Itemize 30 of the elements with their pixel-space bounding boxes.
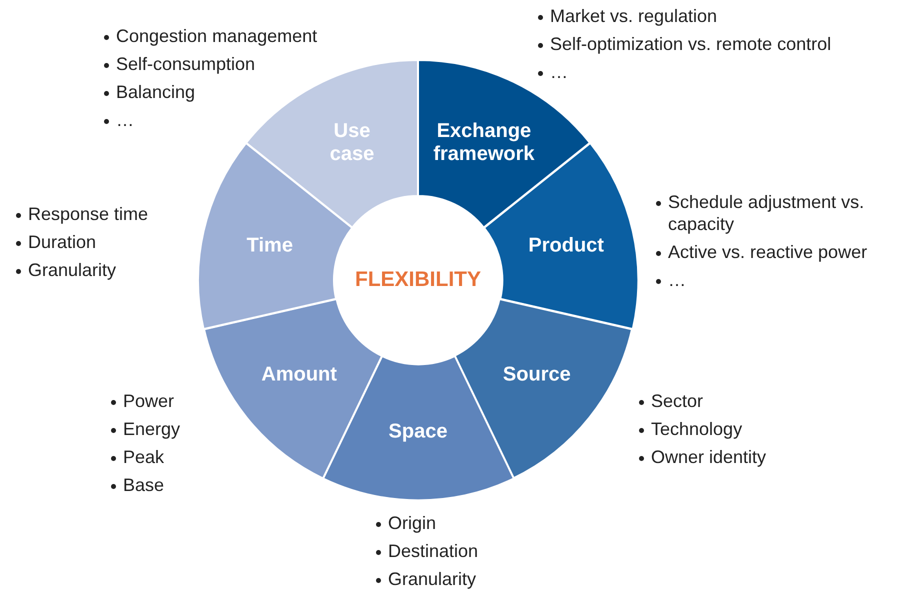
bullet-item: Granularity bbox=[15, 259, 175, 281]
bullet-item: Base bbox=[110, 474, 230, 496]
bullet-item: Self-optimization vs. remote control bbox=[537, 33, 897, 55]
segment-label: Use case bbox=[330, 120, 374, 166]
bullet-item: Energy bbox=[110, 418, 230, 440]
bullet-item: Granularity bbox=[375, 568, 575, 590]
bullet-item: Active vs. reactive power bbox=[655, 241, 880, 263]
bullet-item: … bbox=[537, 61, 897, 83]
segment-label: Space bbox=[388, 420, 448, 444]
segment-label: Source bbox=[502, 363, 571, 386]
segment-label: Time bbox=[246, 234, 293, 258]
bullet-item: Owner identity bbox=[638, 446, 838, 468]
segment-label: Amount bbox=[261, 363, 337, 386]
bullet-item: Destination bbox=[375, 540, 575, 562]
bullet-item: Power bbox=[110, 390, 230, 412]
bullet-item: Sector bbox=[638, 390, 838, 412]
center-label: FLEXIBILITY bbox=[355, 268, 481, 292]
bullet-item: … bbox=[655, 269, 880, 291]
bullet-item: Schedule adjustment vs. capacity bbox=[655, 191, 880, 235]
bullet-item: Duration bbox=[15, 231, 175, 253]
bullet-item: Peak bbox=[110, 446, 230, 468]
bullet-item: Self-consumption bbox=[103, 53, 363, 75]
segment-label: Product bbox=[528, 234, 604, 258]
bullet-item: Market vs. regulation bbox=[537, 5, 897, 27]
bullet-item: Technology bbox=[638, 418, 838, 440]
bullet-item: Balancing bbox=[103, 81, 363, 103]
segment-label: Exchange framework bbox=[433, 120, 535, 166]
bullet-item: Origin bbox=[375, 512, 575, 534]
bullet-item: Response time bbox=[15, 203, 175, 225]
bullet-item: Congestion management bbox=[103, 25, 363, 47]
